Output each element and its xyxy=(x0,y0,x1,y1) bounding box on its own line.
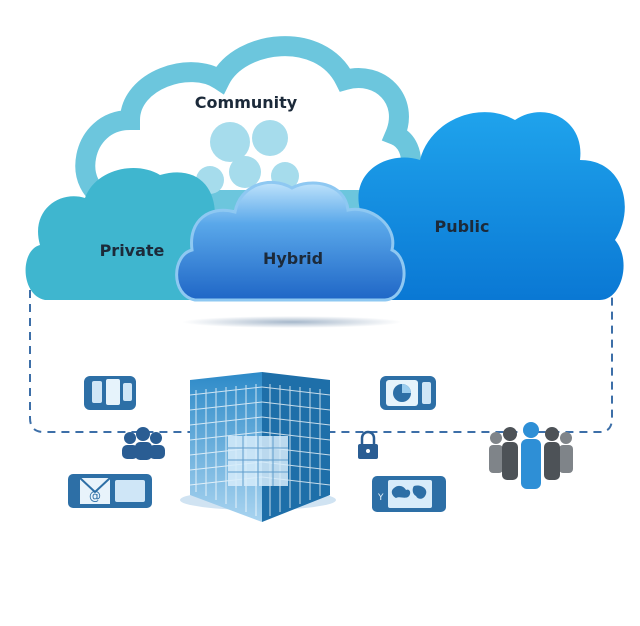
community-label: Community xyxy=(195,93,298,112)
email-icon: @ xyxy=(68,474,152,508)
svg-text:Y: Y xyxy=(377,493,384,503)
world-map-icon: Y xyxy=(372,476,446,512)
user-group-icon xyxy=(122,427,165,460)
private-label: Private xyxy=(100,241,165,260)
hybrid-cloud: Hybrid xyxy=(175,180,406,328)
private-cloud: Private xyxy=(25,168,220,300)
community-cloud: Community xyxy=(75,36,421,210)
public-label: Public xyxy=(434,217,489,236)
people-group-icon xyxy=(489,422,573,489)
chart-icon xyxy=(380,376,436,410)
svg-text:@: @ xyxy=(89,489,101,503)
lock-icon xyxy=(358,430,378,459)
network-dashed-line xyxy=(29,290,613,433)
hybrid-label: Hybrid xyxy=(263,249,323,268)
devices-icon xyxy=(84,376,136,410)
public-cloud: Public xyxy=(358,112,625,300)
office-building-icon xyxy=(180,372,336,522)
